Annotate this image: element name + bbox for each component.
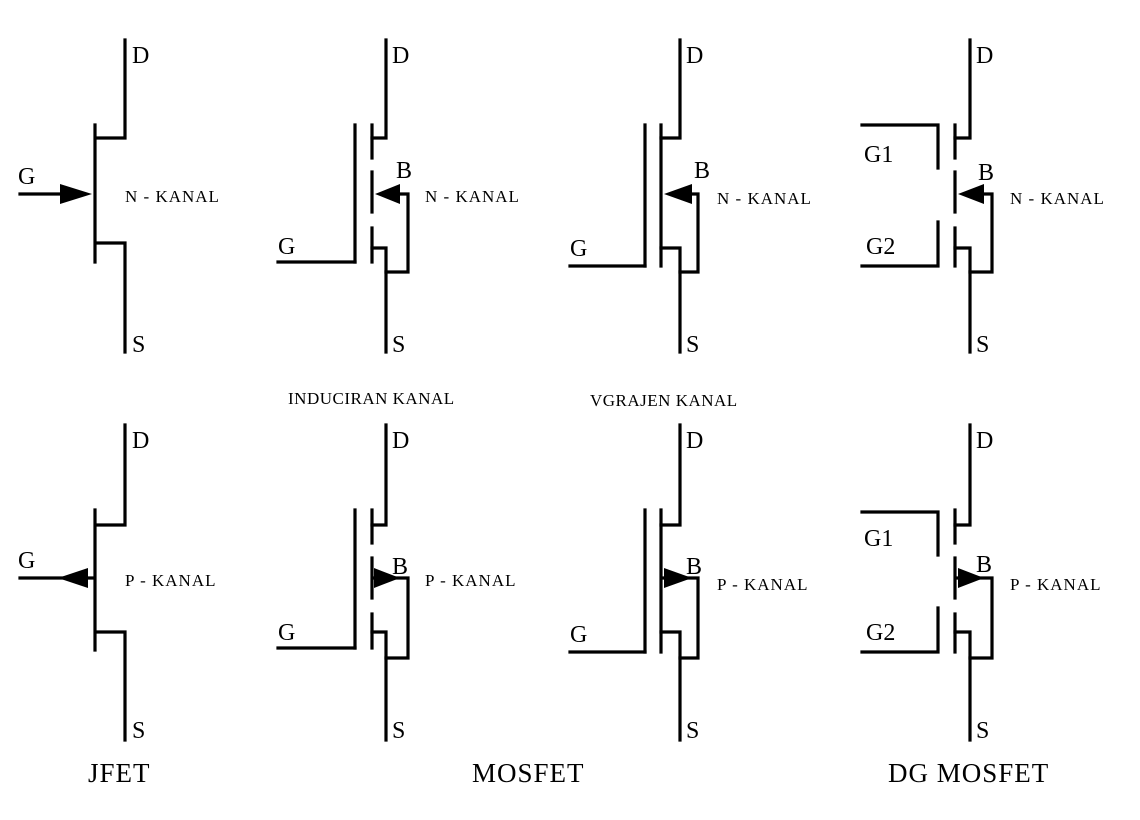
mosfet-ind-n-source-label: S: [392, 332, 405, 358]
mosfet-ind-p-drain-label: D: [392, 428, 409, 454]
jfet-p-drain-label: D: [132, 428, 149, 454]
mosfet-ind-p-gate-label: G: [278, 620, 295, 646]
dg-p-drain-label: D: [976, 428, 993, 454]
jfet-n-drain-label: D: [132, 43, 149, 69]
dg-mosfet-group-title: DG MOSFET: [888, 758, 1049, 788]
dg-n-gate2-label: G2: [866, 234, 895, 260]
mosfet-builtin-n-channel-symbol: D B G S N - KANAL: [568, 38, 812, 358]
mosfet-induced-n-channel-symbol: D B G S N - KANAL: [276, 38, 520, 358]
dg-n-drain-label: D: [976, 43, 993, 69]
mosfet-ind-n-bulk-arrow: [375, 184, 400, 204]
jfet-p-channel-symbol: D G S P - KANAL: [18, 423, 216, 744]
mosfet-blt-n-source-label: S: [686, 332, 699, 358]
mosfet-ind-n-source-wire: [370, 246, 388, 354]
mosfet-ind-n-drain-label: D: [392, 43, 409, 69]
mosfet-ind-p-bulk-wire: [373, 576, 410, 660]
dg-n-channel-label: N - KANAL: [1010, 189, 1105, 208]
mosfet-builtin-p-channel-symbol: D B G S P - KANAL: [568, 423, 808, 744]
jfet-p-channel-label: P - KANAL: [125, 571, 216, 590]
mosfet-blt-n-gate-label: G: [570, 236, 587, 262]
dg-p-gate1-label: G1: [864, 526, 893, 552]
induced-channel-subtitle: INDUCIRAN KANAL: [288, 389, 455, 408]
built-in-channel-subtitle: VGRAJEN KANAL: [590, 391, 738, 410]
jfet-group-title: JFET: [88, 758, 151, 788]
mosfet-ind-n-bulk-wire: [384, 192, 410, 274]
jfet-n-channel-label: N - KANAL: [125, 187, 220, 206]
mosfet-blt-n-bulk-wire: [678, 192, 700, 274]
dg-n-bulk-arrow: [958, 184, 984, 204]
dg-p-gate2-plate: [860, 606, 940, 654]
dg-p-source-label: S: [976, 718, 989, 744]
dg-mosfet-n-channel-symbol: D G1 B G2 S N - KANAL: [860, 38, 1105, 358]
mosfet-ind-n-gate-label: G: [278, 234, 295, 260]
mosfet-group-title: MOSFET: [472, 758, 585, 788]
dg-p-bulk-wire: [956, 576, 994, 660]
jfet-n-channel-symbol: D G S N - KANAL: [18, 38, 220, 358]
dg-p-source-wire: [953, 630, 972, 742]
jfet-p-channel-body: [93, 423, 127, 742]
dg-n-drain-wire: [953, 38, 972, 140]
jfet-n-gate-label: G: [18, 164, 35, 190]
mosfet-blt-n-bulk-arrow: [664, 184, 692, 204]
jfet-n-channel-body: [93, 38, 127, 354]
jfet-p-gate-label: G: [18, 548, 35, 574]
mosfet-blt-p-drain-label: D: [686, 428, 703, 454]
jfet-p-source-label: S: [132, 718, 145, 744]
mosfet-blt-p-channel-label: P - KANAL: [717, 575, 808, 594]
mosfet-blt-p-gate-label: G: [570, 622, 587, 648]
dg-n-source-wire: [953, 246, 972, 354]
mosfet-ind-p-drain-wire: [370, 423, 388, 527]
jfet-n-source-label: S: [132, 332, 145, 358]
mosfet-blt-p-source-label: S: [686, 718, 699, 744]
dg-n-gate1-label: G1: [864, 142, 893, 168]
mosfet-ind-p-channel-label: P - KANAL: [425, 571, 516, 590]
mosfet-induced-p-channel-symbol: D B G S P - KANAL: [276, 423, 516, 744]
mosfet-blt-n-bulk-label: B: [694, 158, 710, 184]
mosfet-blt-p-drain-wire: [659, 423, 682, 527]
dg-n-gate2-plate: [860, 220, 940, 268]
dg-n-bulk-label: B: [978, 160, 994, 186]
mosfet-ind-p-bulk-arrow: [374, 568, 400, 588]
jfet-n-gate-arrow: [60, 184, 92, 204]
mosfet-blt-p-source-wire: [659, 630, 682, 742]
mosfet-ind-p-source-wire: [370, 630, 388, 742]
dg-n-source-label: S: [976, 332, 989, 358]
dg-p-gate2-label: G2: [866, 620, 895, 646]
dg-p-drain-wire: [953, 423, 972, 527]
dg-n-bulk-wire: [968, 192, 994, 274]
mosfet-blt-p-bulk-arrow: [664, 568, 692, 588]
mosfet-blt-n-drain-label: D: [686, 43, 703, 69]
mosfet-blt-n-source-wire: [659, 246, 682, 354]
dg-p-bulk-arrow: [958, 568, 984, 588]
dg-p-channel-label: P - KANAL: [1010, 575, 1101, 594]
jfet-p-gate-arrow: [58, 568, 88, 588]
dg-p-bulk-label: B: [976, 552, 992, 578]
mosfet-ind-p-source-label: S: [392, 718, 405, 744]
mosfet-blt-n-channel-label: N - KANAL: [717, 189, 812, 208]
dg-p-gate1-plate: [860, 510, 940, 557]
mosfet-blt-p-bulk-label: B: [686, 554, 702, 580]
mosfet-ind-p-bulk-label: B: [392, 554, 408, 580]
mosfet-blt-n-drain-wire: [659, 38, 682, 140]
mosfet-ind-n-bulk-label: B: [396, 158, 412, 184]
dg-n-gate1-plate: [860, 123, 940, 170]
mosfet-ind-n-channel-label: N - KANAL: [425, 187, 520, 206]
mosfet-ind-n-drain-wire: [370, 38, 388, 140]
dg-mosfet-p-channel-symbol: D G1 B G2 S P - KANAL: [860, 423, 1101, 744]
